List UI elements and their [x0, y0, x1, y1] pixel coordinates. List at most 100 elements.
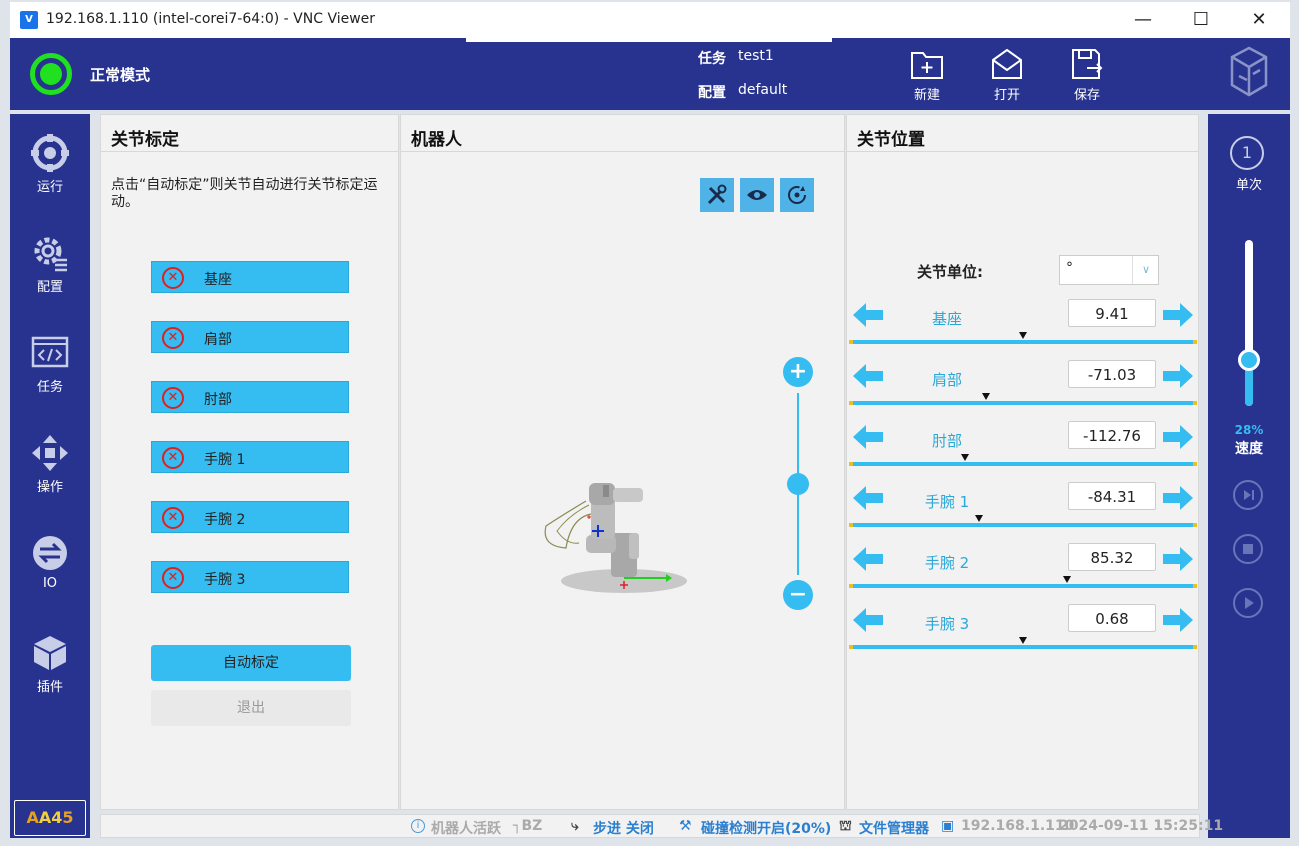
joint-value: -71.03 [1068, 360, 1156, 388]
calib-joint-label: 手腕 3 [204, 572, 246, 588]
calib-joint-wrist1[interactable]: ✕ 手腕 1 [151, 441, 349, 473]
step-button[interactable] [1233, 480, 1263, 510]
nav-item-plugin[interactable]: 插件 [10, 634, 90, 714]
arrow-right-icon[interactable] [1163, 486, 1193, 510]
calibration-instruction: 点击“自动标定”则关节自动进行关节标定运动。 [111, 177, 378, 210]
play-icon [1245, 597, 1254, 609]
calibration-divider [101, 151, 398, 152]
app-header: 正常模式 任务 test1 配置 default 新建 打开 保存 [10, 38, 1290, 110]
calib-joint-wrist3[interactable]: ✕手腕 3 [151, 561, 349, 593]
exit-button[interactable]: 退出 [151, 690, 351, 726]
nav-label-config: 配置 [36, 280, 63, 295]
joint-slider-marker [1019, 332, 1027, 339]
new-button[interactable]: 新建 [897, 48, 957, 103]
joint-slider[interactable] [849, 523, 1197, 527]
auto-calibrate-button[interactable]: 自动标定 [151, 645, 351, 681]
arrow-right-icon[interactable] [1163, 303, 1193, 327]
arrow-left-icon[interactable] [853, 425, 883, 449]
calib-joint-elbow[interactable]: ✕肘部 [151, 381, 349, 413]
nav-item-io[interactable]: IO [10, 534, 90, 614]
maximize-button[interactable]: ☐ [1192, 9, 1210, 30]
speed-slider-handle[interactable] [1238, 348, 1260, 371]
robot-panel: 机器人 + − [400, 114, 845, 810]
calibration-title: 关节标定 [111, 130, 179, 150]
play-button[interactable] [1233, 588, 1263, 618]
save-button[interactable]: 保存 [1057, 48, 1117, 103]
arrow-right-icon[interactable] [1163, 364, 1193, 388]
arrow-right-icon[interactable] [1163, 547, 1193, 571]
arrow-right-icon[interactable] [1163, 425, 1193, 449]
config-gear-icon [34, 237, 67, 272]
calib-joint-base[interactable]: ✕基座 [151, 261, 349, 293]
nav-item-operate[interactable]: 操作 [10, 434, 90, 514]
zoom-in-button[interactable]: + [783, 357, 813, 387]
run-mode-single-button[interactable]: 1 [1230, 136, 1264, 170]
joint-slider[interactable] [849, 401, 1197, 405]
calibration-panel: 关节标定 点击“自动标定”则关节自动进行关节标定运动。 ✕基座 ✕肩部 ✕肘部 … [100, 114, 399, 810]
calib-joint-wrist2[interactable]: ✕手腕 2 [151, 501, 349, 533]
joint-name: 手腕 1 [924, 493, 970, 511]
nav-item-task[interactable]: 任务 [10, 334, 90, 414]
close-button[interactable]: ✕ [1251, 9, 1267, 30]
joint-unit-select[interactable]: ° ∨ [1059, 255, 1159, 285]
config-value: default [738, 82, 788, 98]
arrow-right-icon[interactable] [1163, 608, 1193, 632]
view-toggle-button[interactable] [740, 178, 774, 212]
task-value: test1 [738, 48, 774, 64]
stop-button[interactable] [1233, 534, 1263, 564]
app-logo-cube-icon [1230, 46, 1268, 97]
vnc-title-bar: V 192.168.1.110 (intel-corei7-64:0) - VN… [10, 2, 1290, 39]
nav-item-run[interactable]: 运行 [10, 134, 90, 214]
nav-label-run: 运行 [36, 180, 63, 195]
rotate-icon [788, 186, 806, 204]
nav-label-io: IO [42, 576, 58, 591]
joint-slider[interactable] [849, 340, 1197, 344]
joint-slider[interactable] [849, 584, 1197, 588]
task-code-icon [31, 336, 69, 368]
minimize-button[interactable]: — [1134, 9, 1152, 30]
joint-slider[interactable] [849, 645, 1197, 649]
open-button[interactable]: 打开 [977, 48, 1037, 103]
file-manager-link[interactable]: 文件管理器 [859, 821, 929, 837]
robot-divider [401, 151, 844, 152]
joint-slider-marker [1063, 576, 1072, 583]
step-forward-icon [1244, 490, 1254, 500]
ip-address: 192.168.1.110 [961, 818, 1075, 834]
eye-icon [747, 190, 767, 200]
arrow-left-icon[interactable] [853, 364, 883, 388]
window-title: 192.168.1.110 (intel-corei7-64:0) - VNC … [46, 11, 376, 27]
tool-settings-button[interactable] [700, 178, 734, 212]
file-manager-icon: ⛫ [839, 818, 852, 834]
joint-slider-marker [974, 515, 983, 522]
robot-title: 机器人 [411, 130, 462, 150]
joint-slider[interactable] [849, 462, 1197, 466]
arrow-left-icon[interactable] [853, 547, 883, 571]
left-nav: 运行 配置 任务 操作 IO 插件 AA45 [10, 114, 90, 838]
arrow-left-icon[interactable] [853, 608, 883, 632]
error-x-icon: ✕ [162, 507, 184, 529]
calib-joint-label: 手腕 1 [204, 452, 246, 468]
joint-value: 85.32 [1068, 543, 1156, 571]
speed-percent: 28% [1234, 423, 1264, 437]
new-folder-icon [911, 52, 943, 79]
arrow-left-icon[interactable] [853, 486, 883, 510]
rotate-view-button[interactable] [780, 178, 814, 212]
io-icon [33, 536, 67, 570]
calib-joint-shoulder[interactable]: ✕肩部 [151, 321, 349, 353]
nav-label-task: 任务 [36, 380, 63, 395]
run-mode-number: 1 [1241, 143, 1253, 162]
nav-item-config[interactable]: 配置 [10, 234, 90, 314]
arrow-left-icon[interactable] [853, 303, 883, 327]
datetime: 2024-09-11 15:25:11 [1059, 818, 1224, 834]
joint-row-shoulder: 肩部-71.03 [847, 360, 1199, 416]
robot-3d-view[interactable] [541, 475, 701, 600]
speed-slider-track[interactable] [1245, 240, 1253, 406]
step-icon: ⤷ [571, 818, 579, 834]
zoom-slider-handle[interactable] [787, 473, 809, 495]
error-x-icon: ✕ [162, 447, 184, 469]
zoom-out-button[interactable]: − [783, 580, 813, 610]
move-arrows-icon [32, 435, 68, 471]
joint-position-title: 关节位置 [857, 130, 925, 150]
joint-value: 0.68 [1068, 604, 1156, 632]
